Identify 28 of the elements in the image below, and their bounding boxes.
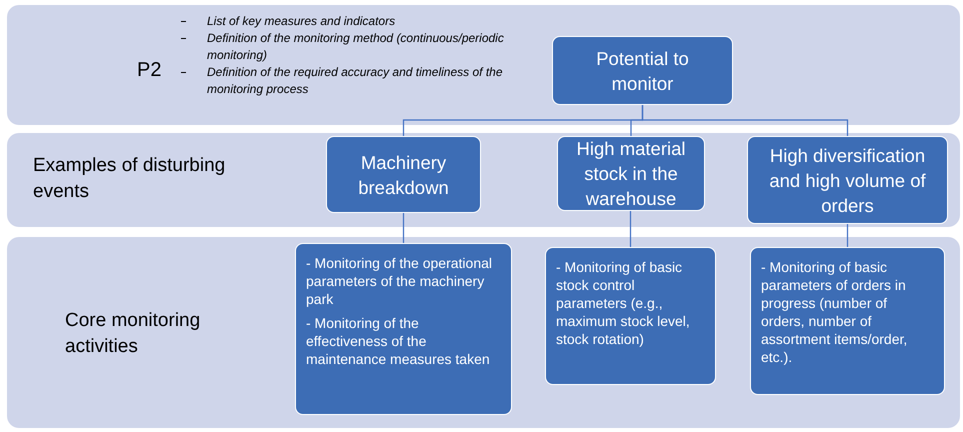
activity-box [750, 247, 945, 395]
connector-line [846, 224, 848, 247]
activity-text: - Monitoring of the operational parameters of the machinery park [306, 254, 493, 308]
event-text: Potential to monitor [595, 46, 690, 96]
activity-box [295, 243, 512, 415]
band-panel [7, 5, 960, 125]
connector-line [402, 213, 404, 243]
event-box [552, 36, 733, 105]
activity-text: - Monitoring of basic parameters of orders in progress (number of orders, number of assortment items/order, etc.). [761, 258, 908, 366]
activity-box [545, 247, 716, 385]
activity-text: - Monitoring of basic stock control parameters (e.g., maximum stock level, stock rotation) [556, 258, 691, 348]
event-text: High diversification and high volume of orders [768, 144, 927, 218]
event-box [326, 136, 481, 213]
bullet-text: Definition of the monitoring method (continuous/periodic monitoring) [207, 30, 505, 64]
event-box [747, 136, 948, 224]
connector-line [642, 105, 848, 136]
connector-line [630, 211, 632, 247]
band-heading: Core monitoring activities [65, 309, 202, 359]
band-panel [7, 133, 960, 227]
bullet-text: Definition of the required accuracy and timeliness of the monitoring process [207, 64, 504, 98]
bullet-text: List of key measures and indicators [207, 13, 396, 30]
band-panel [7, 237, 960, 428]
band-heading: P2 [137, 58, 162, 83]
event-text: Machinery breakdown [357, 150, 450, 200]
activity-text: - Monitoring of the effectiveness of the maintenance measures taken [306, 314, 491, 368]
event-text: High material stock in the warehouse [576, 137, 686, 211]
band-heading: Examples of disturbing events [33, 154, 226, 204]
event-box [557, 136, 705, 211]
